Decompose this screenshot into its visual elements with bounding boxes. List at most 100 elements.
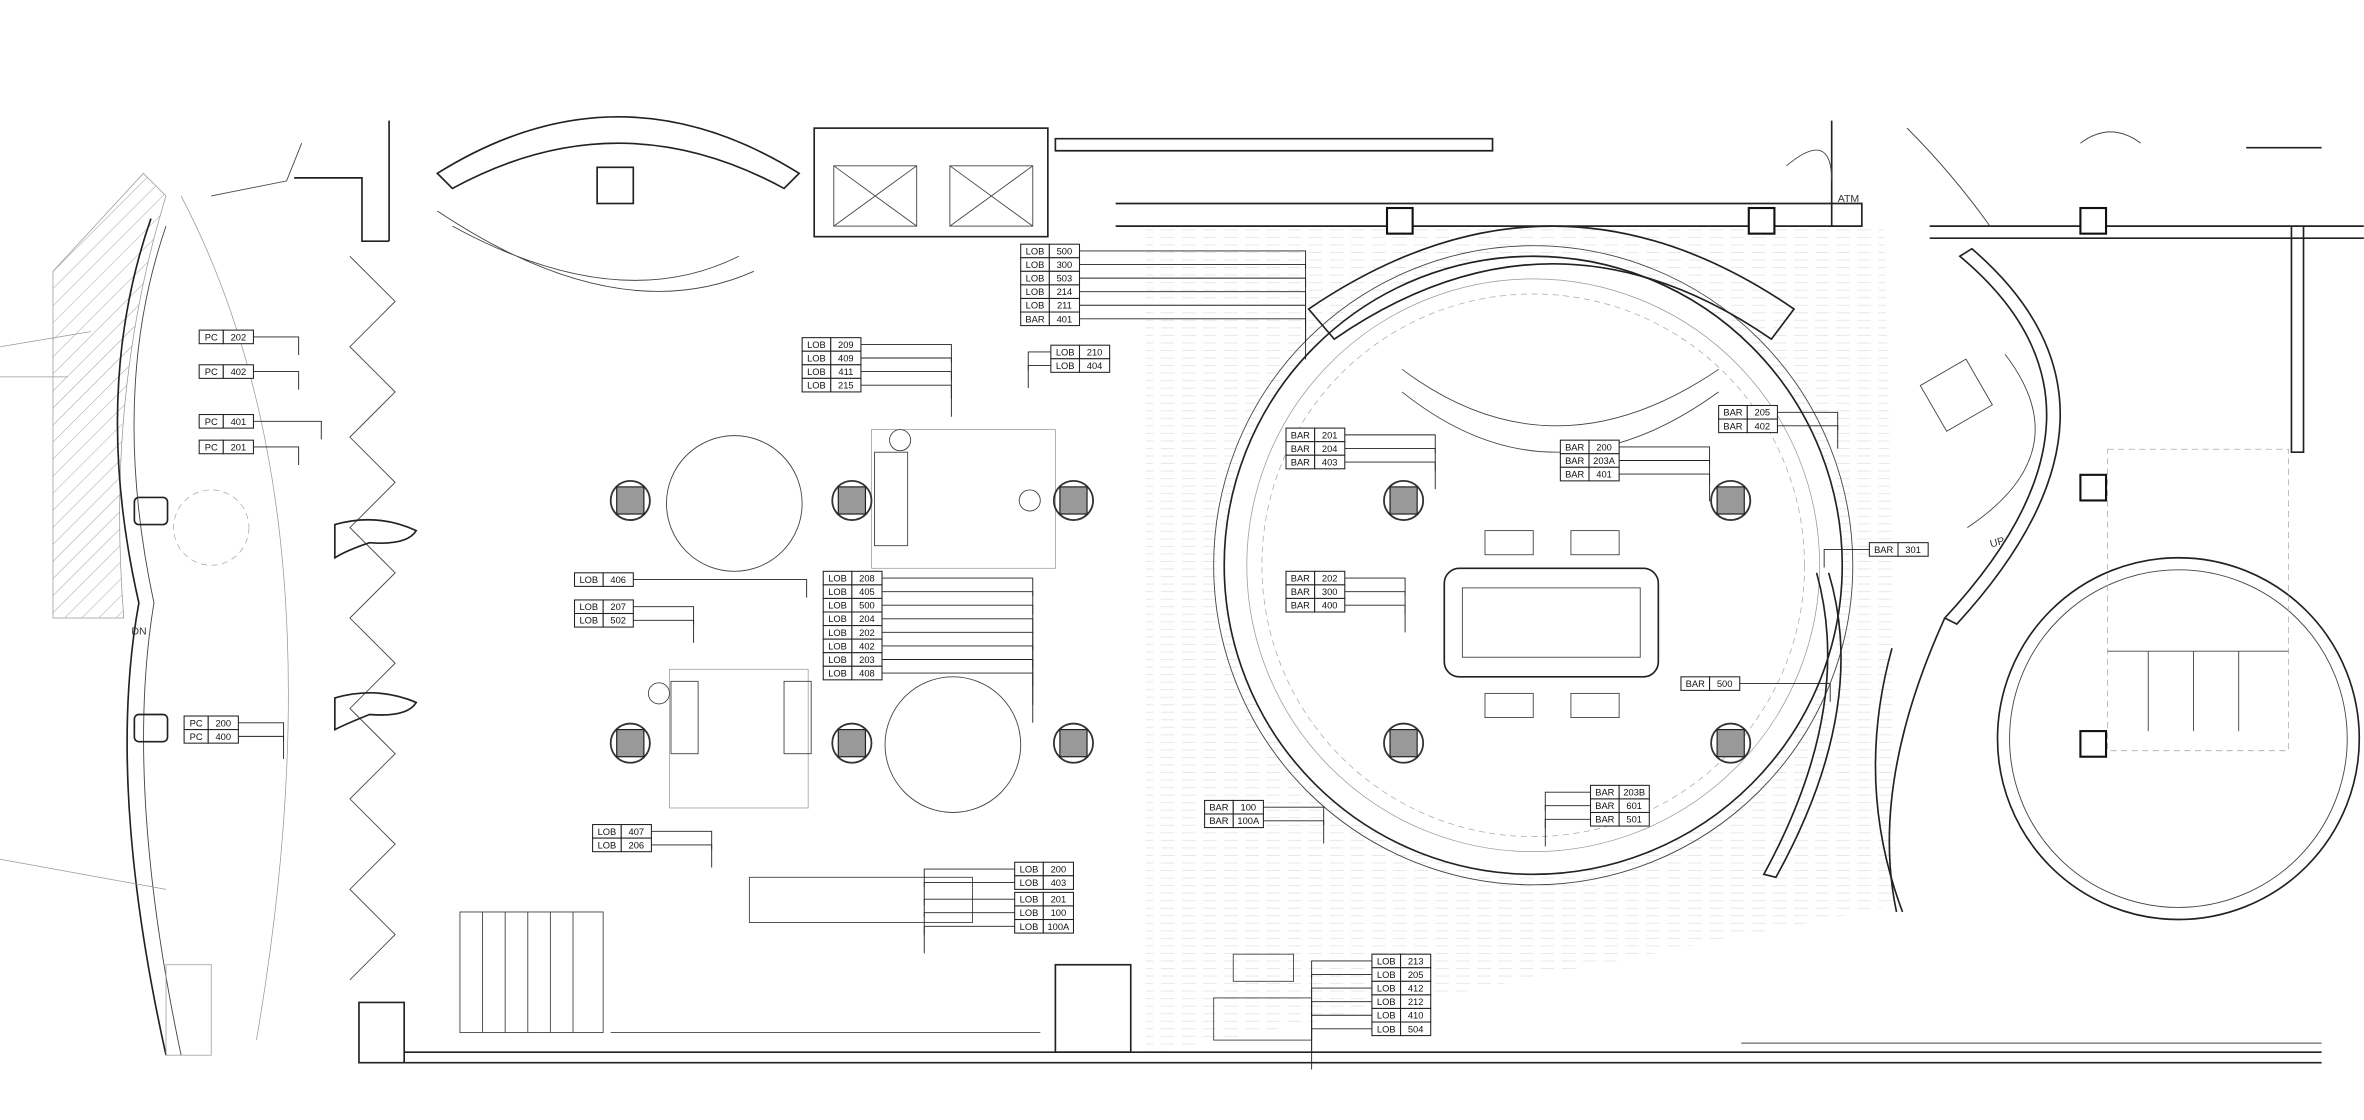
- tag-number: 202: [859, 628, 875, 638]
- tag-code: BAR: [1874, 545, 1893, 555]
- tag-number: 601: [1626, 801, 1642, 811]
- leader-line: [1619, 473, 1711, 502]
- tag-code: BAR: [1723, 421, 1742, 431]
- facade: [404, 876, 2322, 1064]
- keynote-tag[interactable]: BAR 403: [1285, 454, 1436, 490]
- tag-number: 504: [1408, 1024, 1424, 1034]
- tag-code: LOB: [598, 840, 617, 850]
- keynote-tag[interactable]: LOB 407: [592, 824, 713, 850]
- tag-code: LOB: [1377, 970, 1396, 980]
- tag-code: BAR: [1595, 815, 1614, 825]
- stair-up-label: UP: [1989, 535, 2006, 550]
- leader-line: [1344, 434, 1436, 453]
- tag-code: LOB: [1020, 895, 1039, 905]
- leader-line: [1544, 791, 1591, 811]
- keynote-tag[interactable]: PC 200: [183, 715, 285, 741]
- leader-line: [238, 735, 285, 759]
- wall-column: [1747, 206, 1776, 235]
- tag-number: 407: [629, 827, 645, 837]
- leader-line: [238, 722, 285, 741]
- bar-rotunda: [1145, 225, 1904, 1056]
- leader-line: [651, 830, 713, 850]
- column: [1383, 722, 1425, 764]
- keynote-tag[interactable]: LOB 409: [801, 350, 952, 381]
- tag-number: 412: [1408, 984, 1424, 994]
- tag-number: 203B: [1623, 788, 1645, 798]
- lobby-walls: [436, 116, 2364, 454]
- stair-down-label: DN: [131, 626, 146, 638]
- tag-number: 200: [216, 718, 232, 728]
- leader-line: [860, 384, 952, 417]
- tag-number: 100A: [1237, 816, 1260, 826]
- tag-number: 202: [231, 332, 247, 342]
- tag-number: 403: [1322, 457, 1338, 467]
- tag-code: LOB: [828, 574, 847, 584]
- leader-line: [1823, 548, 1870, 568]
- column: [1710, 479, 1752, 521]
- wall-column: [2079, 473, 2108, 502]
- tag-code: PC: [190, 718, 203, 728]
- tag-code: PC: [205, 442, 218, 452]
- tag-code: BAR: [1291, 457, 1310, 467]
- tag-code: LOB: [828, 601, 847, 611]
- tag-number: 500: [859, 601, 875, 611]
- leader-line: [923, 868, 1015, 888]
- leader-line: [923, 925, 1015, 954]
- leader-line: [1344, 461, 1436, 490]
- leader-line: [1619, 446, 1711, 466]
- tag-code: LOB: [1026, 246, 1045, 256]
- tag-code: LOB: [807, 353, 826, 363]
- tag-number: 411: [838, 367, 853, 377]
- keynote-tag[interactable]: LOB 206: [592, 837, 713, 868]
- tag-number: 206: [629, 840, 645, 850]
- tag-number: 401: [1057, 314, 1073, 324]
- tag-number: 409: [838, 353, 854, 363]
- tag-number: 200: [1051, 864, 1067, 874]
- tag-code: LOB: [1026, 301, 1045, 311]
- leader-line: [1311, 1014, 1372, 1052]
- tag-number: 207: [610, 602, 626, 612]
- tag-number: 400: [216, 732, 232, 742]
- leader-line: [882, 645, 1034, 687]
